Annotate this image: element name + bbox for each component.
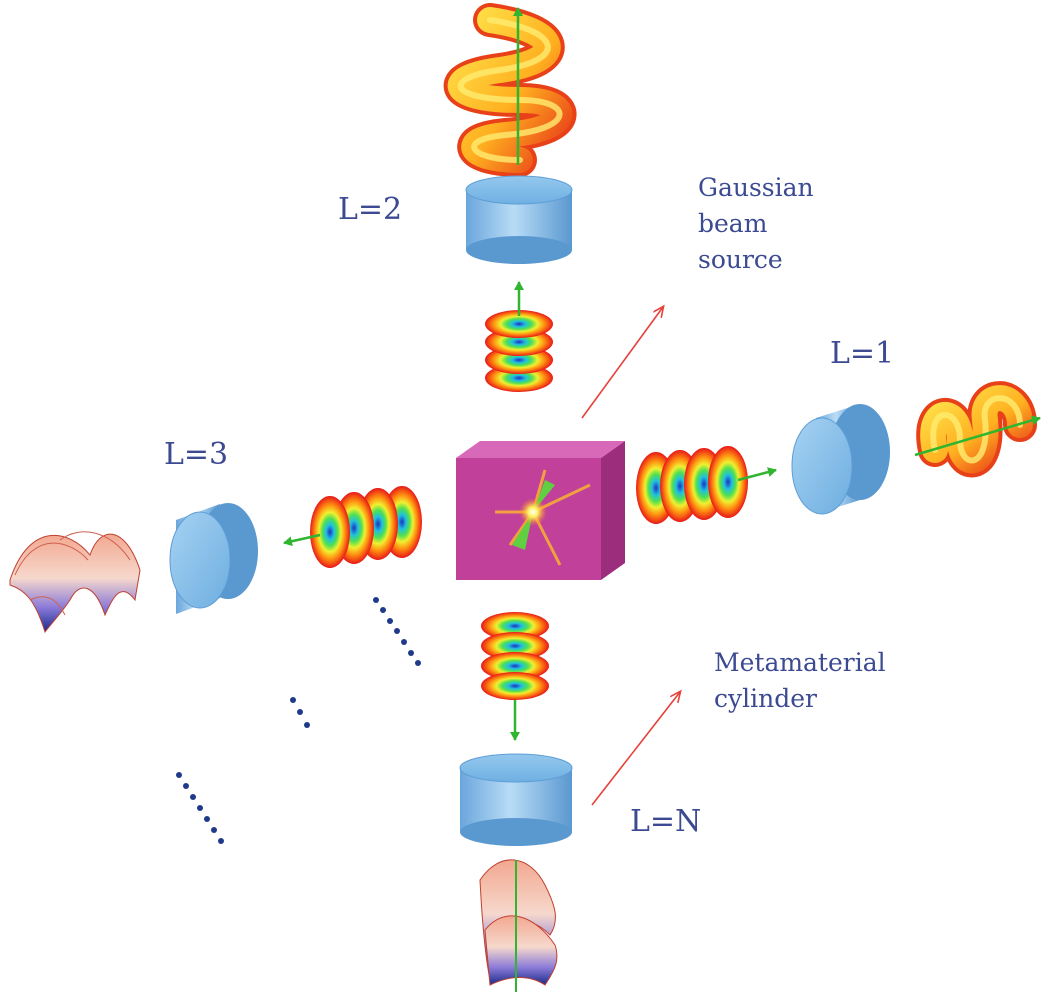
bottom-cylinder [459, 753, 573, 846]
gaussian-label-line-3: source [698, 245, 783, 274]
bottom-ring-stack [481, 612, 549, 741]
source-glow [519, 498, 547, 526]
metamaterial-label-line-2: cylinder [714, 684, 817, 713]
top-helical-beam [443, 3, 577, 177]
metamaterial-pointer-arrow [591, 692, 680, 806]
top-cylinder [465, 175, 573, 264]
bottom-phase-surface [479, 859, 558, 992]
left-cylinder [169, 503, 258, 614]
left-phase-surface [9, 531, 141, 634]
gaussian-beam-source-label: Gaussian beam source [698, 170, 814, 278]
gaussian-source-pointer-arrow [581, 307, 663, 419]
right-cylinder [791, 404, 890, 515]
metamaterial-cylinder-label: Metamaterial cylinder [714, 645, 886, 717]
gaussian-label-line-1: Gaussian [698, 173, 814, 202]
right-helical-beam [914, 381, 1041, 478]
label-l3: L=3 [164, 437, 229, 472]
label-ln: L=N [630, 804, 702, 839]
label-l2: L=2 [338, 192, 403, 227]
right-ring-stack [636, 446, 777, 524]
metamaterial-label-line-1: Metamaterial [714, 648, 886, 677]
central-cube [456, 441, 625, 580]
label-l1: L=1 [830, 336, 895, 371]
continuation-dots [176, 597, 421, 844]
right-propagation-arrow [914, 415, 1041, 457]
top-ring-stack [485, 281, 553, 392]
left-ring-stack [283, 486, 422, 568]
gaussian-label-line-2: beam [698, 209, 768, 238]
